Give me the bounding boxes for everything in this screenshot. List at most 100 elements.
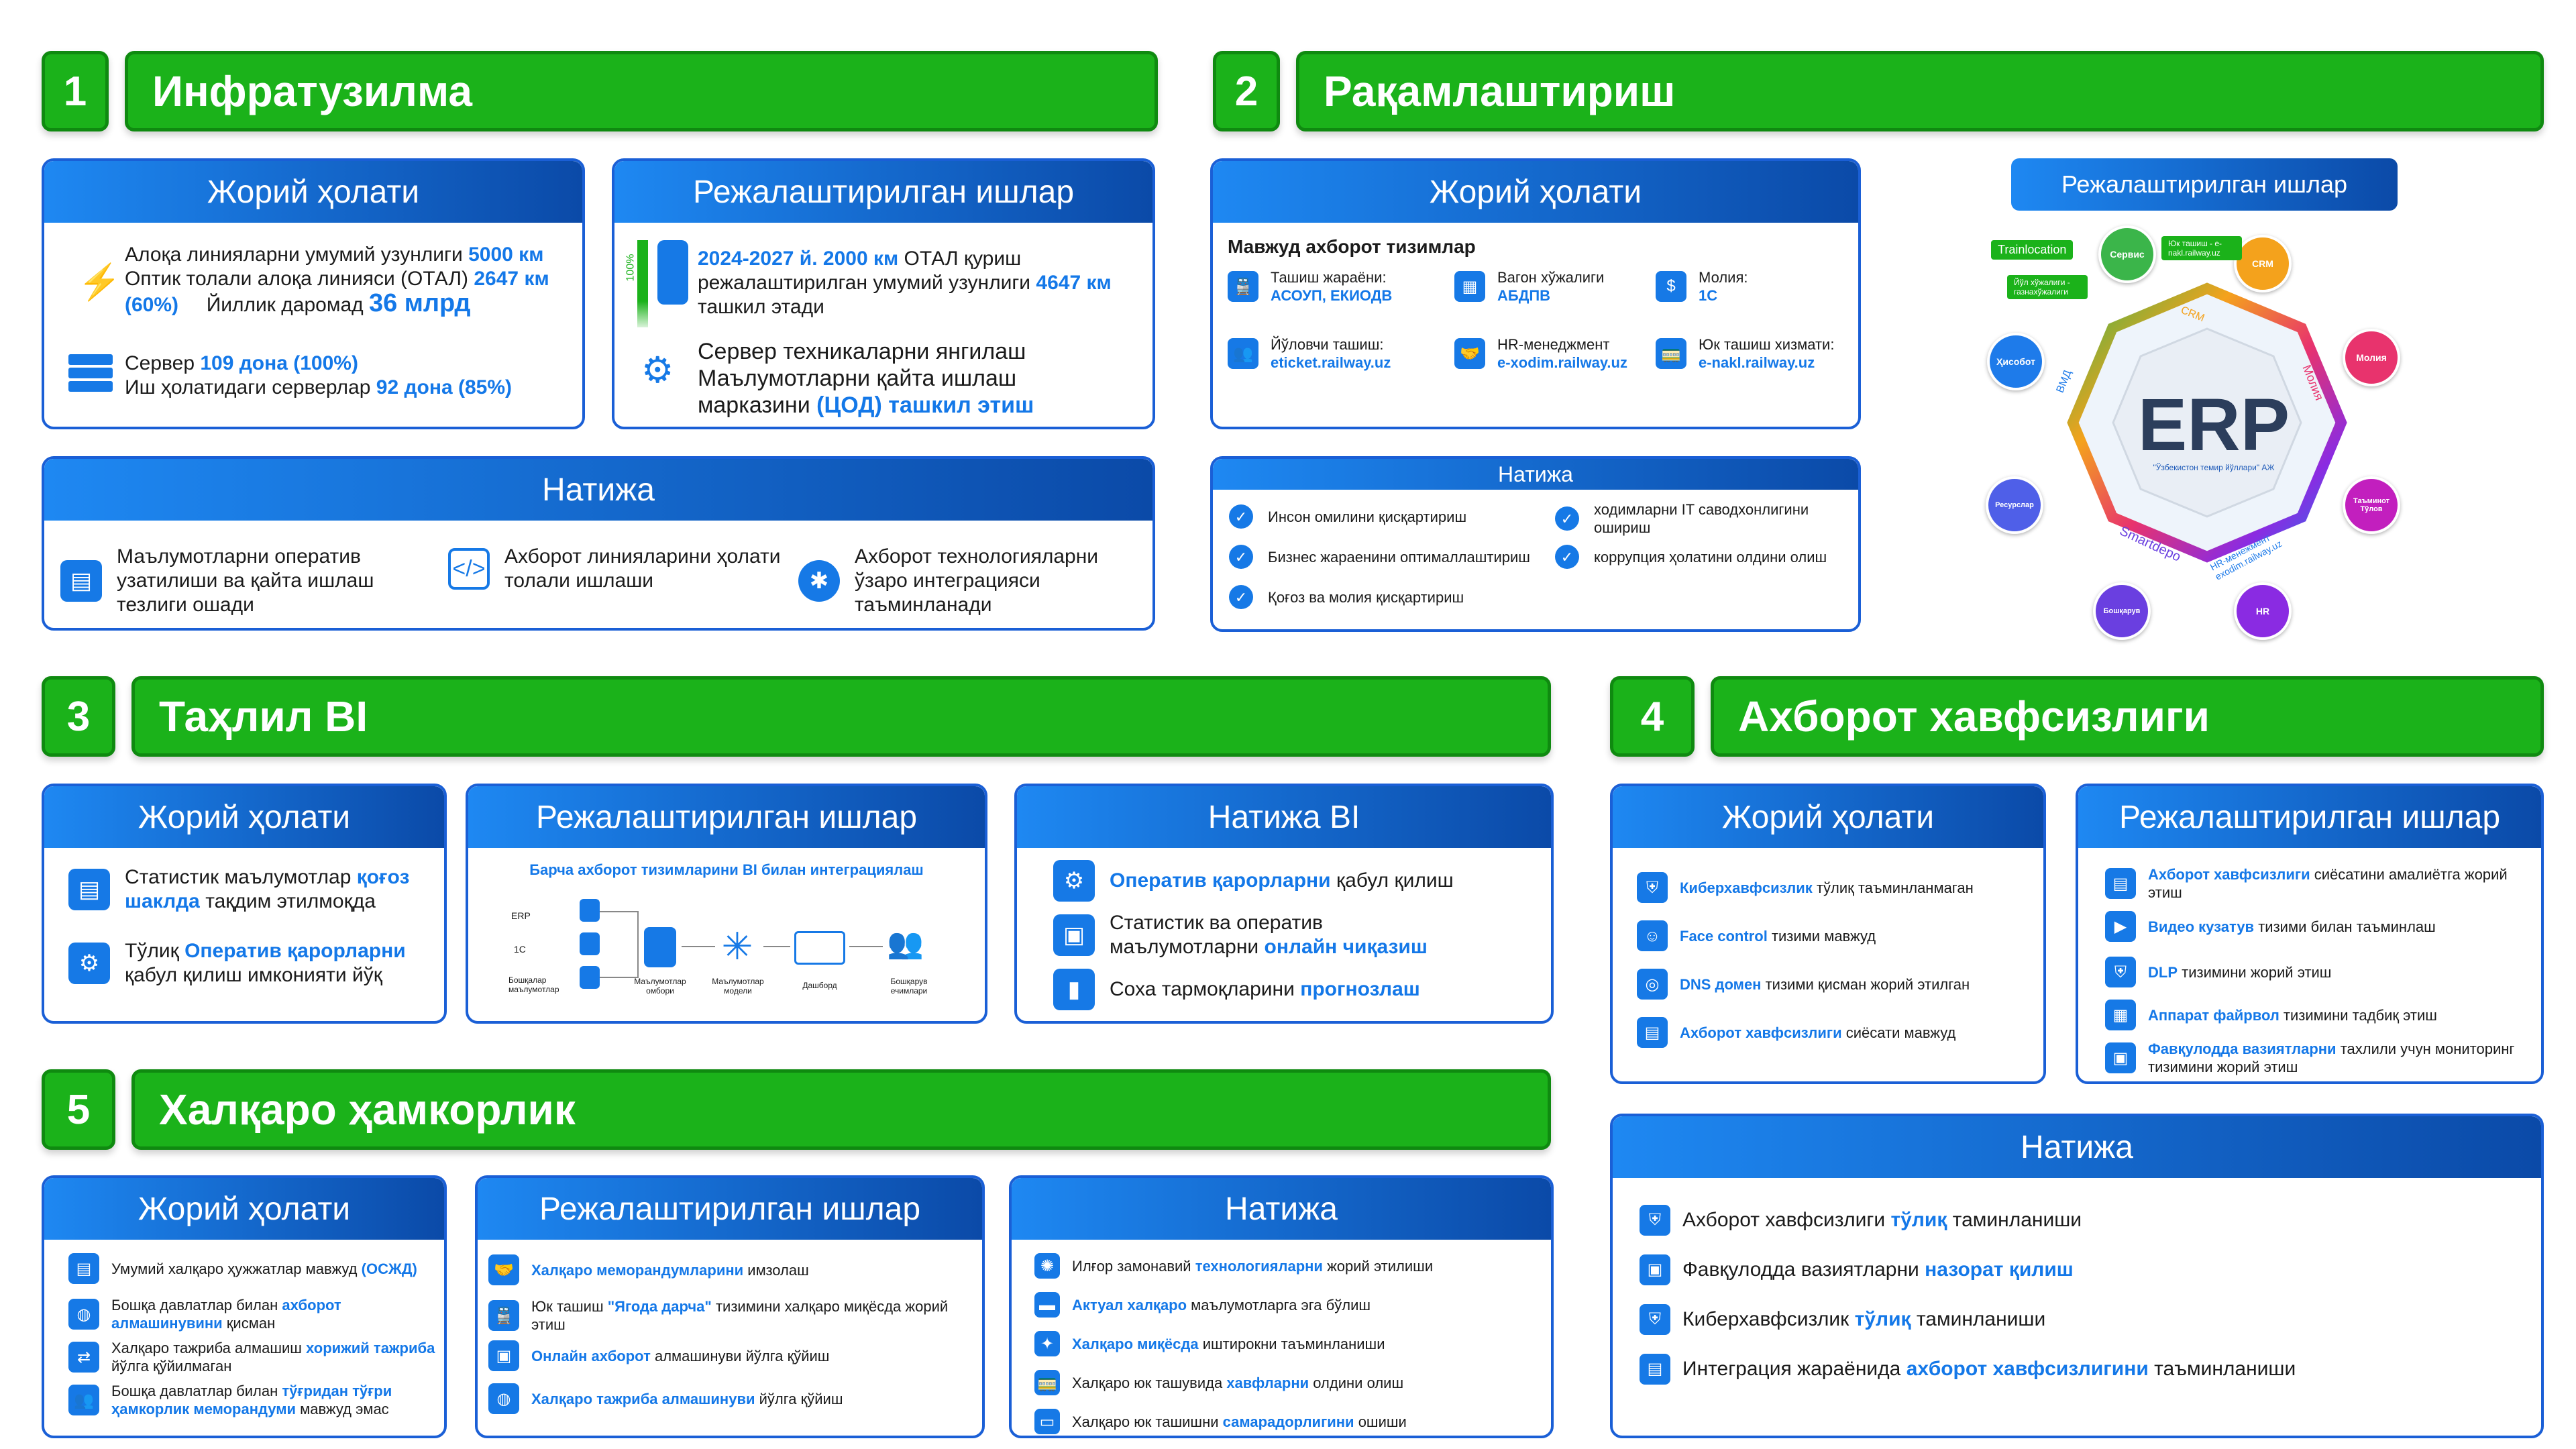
card-header: Режалаштирилган ишлар	[468, 786, 985, 848]
card-header: Натижа	[44, 459, 1152, 521]
server-gear-icon: ⚙	[641, 350, 674, 390]
freight-icon: 🚃	[1656, 338, 1686, 369]
dns-icon: ◎	[1637, 969, 1668, 1000]
section-3-title: Таҳлил BI	[131, 676, 1551, 757]
participation-icon: ✦	[1034, 1331, 1060, 1356]
section-3-number: 3	[42, 676, 115, 757]
exchange-icon: ⇄	[68, 1342, 99, 1373]
progress-bar	[637, 240, 648, 327]
card-header: Натижа	[1213, 459, 1858, 490]
s5-current-card: Жорий ҳолати ▤Умумий халқаро ҳужжатлар м…	[42, 1175, 447, 1438]
shield-lock-icon: ⛨	[1640, 1205, 1670, 1236]
people-icon: 👥	[887, 927, 924, 960]
stats-monitor-icon: ▣	[1053, 914, 1095, 956]
check-icon: ✓	[1229, 545, 1253, 569]
card-header: Натижа	[1012, 1178, 1551, 1240]
cyber-shield-icon: ⛨	[1640, 1304, 1670, 1335]
database-icon	[580, 899, 600, 922]
document-shield-icon: ▤	[60, 560, 102, 602]
lightbulb-icon: ✺	[1034, 1253, 1060, 1279]
s3-result-card: Натижа BI ⚙ Оператив қарорларни қабул қи…	[1014, 784, 1554, 1024]
warehouse-icon	[644, 927, 676, 967]
emergency-monitor-icon: ▣	[1640, 1254, 1670, 1285]
policy-doc-icon: ▤	[2105, 868, 2136, 899]
section-2-title: Рақамлаштириш	[1296, 51, 2544, 131]
card-header: Жорий ҳолати	[44, 786, 444, 848]
monitoring-icon: ▣	[2105, 1042, 2136, 1073]
check-icon: ✓	[1229, 504, 1253, 529]
dashboard-icon	[794, 931, 845, 965]
monitor-settings-icon: ⚙	[68, 943, 110, 984]
wagon-icon: ▦	[1454, 271, 1485, 302]
s3-planned-card: Режалаштирилган ишлар Барча ахборот тизи…	[466, 784, 987, 1024]
dlp-shield-icon: ⛨	[2105, 957, 2136, 987]
globe-icon: ◍	[68, 1299, 99, 1330]
erp-planned-header: Режалаштирилган ишлар	[2011, 158, 2398, 211]
check-icon: ✓	[1229, 585, 1253, 609]
online-monitor-icon: ▣	[488, 1340, 519, 1371]
erp-node-crm: CRM	[2234, 235, 2292, 292]
section-5-number: 5	[42, 1069, 115, 1150]
database-icon	[580, 966, 600, 989]
money-icon: $	[1656, 271, 1686, 302]
s1-current-card: Жорий ҳолати ⚡ Алоқа линияларни умумий у…	[42, 158, 585, 429]
hr-icon: 🤝	[1454, 338, 1485, 369]
card-header: Режалаштирилган ишлар	[614, 161, 1152, 223]
card-header: Жорий ҳолати	[44, 1178, 444, 1240]
cable-drum-icon	[657, 240, 688, 305]
document-icon: ▤	[68, 1253, 99, 1284]
s3-current-card: Жорий ҳолати ▤ Статистик маълумотлар қоғ…	[42, 784, 447, 1024]
handshake-icon: 🤝	[488, 1254, 519, 1285]
s4-planned-card: Режалаштирилган ишлар ▤Ахборот хавфсизли…	[2076, 784, 2544, 1084]
policy-doc-icon: ▤	[1637, 1017, 1668, 1048]
erp-node-resources: Ресурслар	[1986, 476, 2043, 534]
connector-lines	[600, 911, 639, 978]
train-icon: 🚆	[488, 1300, 519, 1331]
meeting-icon: 👥	[68, 1385, 99, 1415]
card-header: Жорий ҳолати	[1213, 161, 1858, 223]
check-icon: ✓	[1555, 545, 1579, 569]
cable-icon: ⚡	[78, 263, 121, 302]
s1-planned-card: Режалаштирилган ишлар 100% 2024-2027 й. …	[612, 158, 1155, 429]
erp-diagram	[2067, 282, 2347, 563]
card-header: Натижа	[1613, 1116, 2541, 1178]
erp-node-reports: Ҳисобот	[1987, 333, 2045, 390]
integration-doc-icon: ▤	[1640, 1354, 1670, 1385]
card-header: Режалаштирилган ишлар	[478, 1178, 982, 1240]
section-4-number: 4	[1610, 676, 1695, 757]
section-1-title: Инфратузилма	[125, 51, 1158, 131]
forecast-chart-icon: ▮	[1053, 969, 1095, 1010]
face-scan-icon: ☺	[1637, 920, 1668, 951]
trainlocation-pill: Trainlocation	[1991, 240, 2074, 260]
s4-result-card: Натижа ⛨Ахборот хавфсизлиги тўлиқ таминл…	[1610, 1114, 2544, 1438]
card-header: Жорий ҳолати	[44, 161, 582, 223]
s2-current-card: Жорий ҳолати Мавжуд ахборот тизимлар 🚆 Т…	[1210, 158, 1861, 429]
section-2-number: 2	[1213, 51, 1280, 131]
model-network-icon: ✳	[721, 925, 753, 967]
firewall-icon: ▦	[2105, 1000, 2136, 1030]
document-icon: ▤	[68, 869, 110, 910]
erp-node-service: Сервис	[2098, 225, 2156, 283]
s5-result-card: Натижа ✺Илғор замонавий технологияларни …	[1009, 1175, 1554, 1438]
train-icon: 🚆	[1228, 271, 1258, 302]
s1-result-card: Натижа ▤ Маълумотларни оператив узатилиш…	[42, 456, 1155, 631]
erp-label: ERP	[2137, 384, 2290, 466]
folder-icon: ▬	[1034, 1292, 1060, 1318]
card-header: Режалаштирилган ишлар	[2078, 786, 2541, 848]
server-icon	[68, 354, 113, 394]
s5-planned-card: Режалаштирилган ишлар 🤝Халқаро меморанду…	[475, 1175, 985, 1438]
card-header: Натижа BI	[1017, 786, 1551, 848]
video-camera-icon: ▶	[2105, 911, 2136, 942]
erp-node-finance: Молия	[2343, 329, 2400, 386]
section-4-title: Ахборот хавфсизлиги	[1711, 676, 2544, 757]
decision-gear-icon: ⚙	[1053, 860, 1095, 902]
passenger-icon: 👥	[1228, 338, 1258, 369]
globe-exchange-icon: ◍	[488, 1383, 519, 1414]
cargo-train-icon: 🚃	[1034, 1370, 1060, 1395]
card-header: Жорий ҳолати	[1613, 786, 2043, 848]
erp-node-supply: Таъминот Тўлов	[2343, 476, 2400, 534]
section-1-number: 1	[42, 51, 109, 131]
code-monitor-icon: </>	[448, 548, 490, 590]
efficiency-icon: ▭	[1034, 1409, 1060, 1434]
network-icon: ✱	[798, 560, 840, 602]
